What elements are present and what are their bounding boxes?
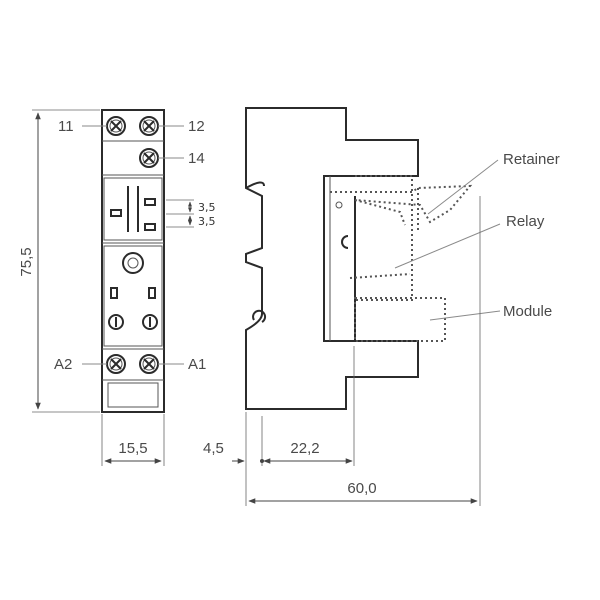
- screw-14-icon: [139, 148, 159, 168]
- front-body-outline: [101, 109, 165, 413]
- lower-pin-area: [103, 245, 163, 347]
- screw-a1-icon: [139, 354, 159, 374]
- screw-12-icon: [139, 116, 159, 136]
- retainer-outline: [330, 184, 473, 224]
- terminal-a1-label: A1: [188, 356, 206, 373]
- offset-dimension-label: 4,5: [203, 440, 224, 457]
- module-label: Module: [503, 303, 552, 320]
- height-dimension-label: 75,5: [18, 247, 35, 276]
- upper-pin-area: [103, 177, 163, 241]
- relay-label: Relay: [506, 213, 545, 230]
- terminal-a2-label: A2: [54, 356, 72, 373]
- module-depth-dimension-label: 22,2: [290, 440, 319, 457]
- side-view: Retainer Relay Module 4,5 22,2 60,0: [203, 107, 560, 506]
- terminal-14-label: 14: [188, 150, 205, 167]
- screw-a2-icon: [106, 354, 126, 374]
- pitch-lower-label: 3,5: [198, 215, 216, 228]
- module-outline: [354, 297, 446, 342]
- retainer-hole-icon: [122, 252, 144, 274]
- screw-11-icon: [106, 116, 126, 136]
- side-body-outline: [245, 107, 419, 410]
- width-dimension-label: 15,5: [118, 440, 147, 457]
- retainer-label: Retainer: [503, 151, 560, 168]
- terminal-12-label: 12: [188, 118, 205, 135]
- terminal-11-label: 11: [58, 118, 74, 135]
- total-depth-dimension-label: 60,0: [347, 480, 376, 497]
- front-view: 11 12 14 A2 A1 75,5 15,5 3,5 3,5: [18, 109, 216, 466]
- relay-outline: [355, 175, 413, 301]
- pitch-upper-label: 3,5: [198, 201, 216, 214]
